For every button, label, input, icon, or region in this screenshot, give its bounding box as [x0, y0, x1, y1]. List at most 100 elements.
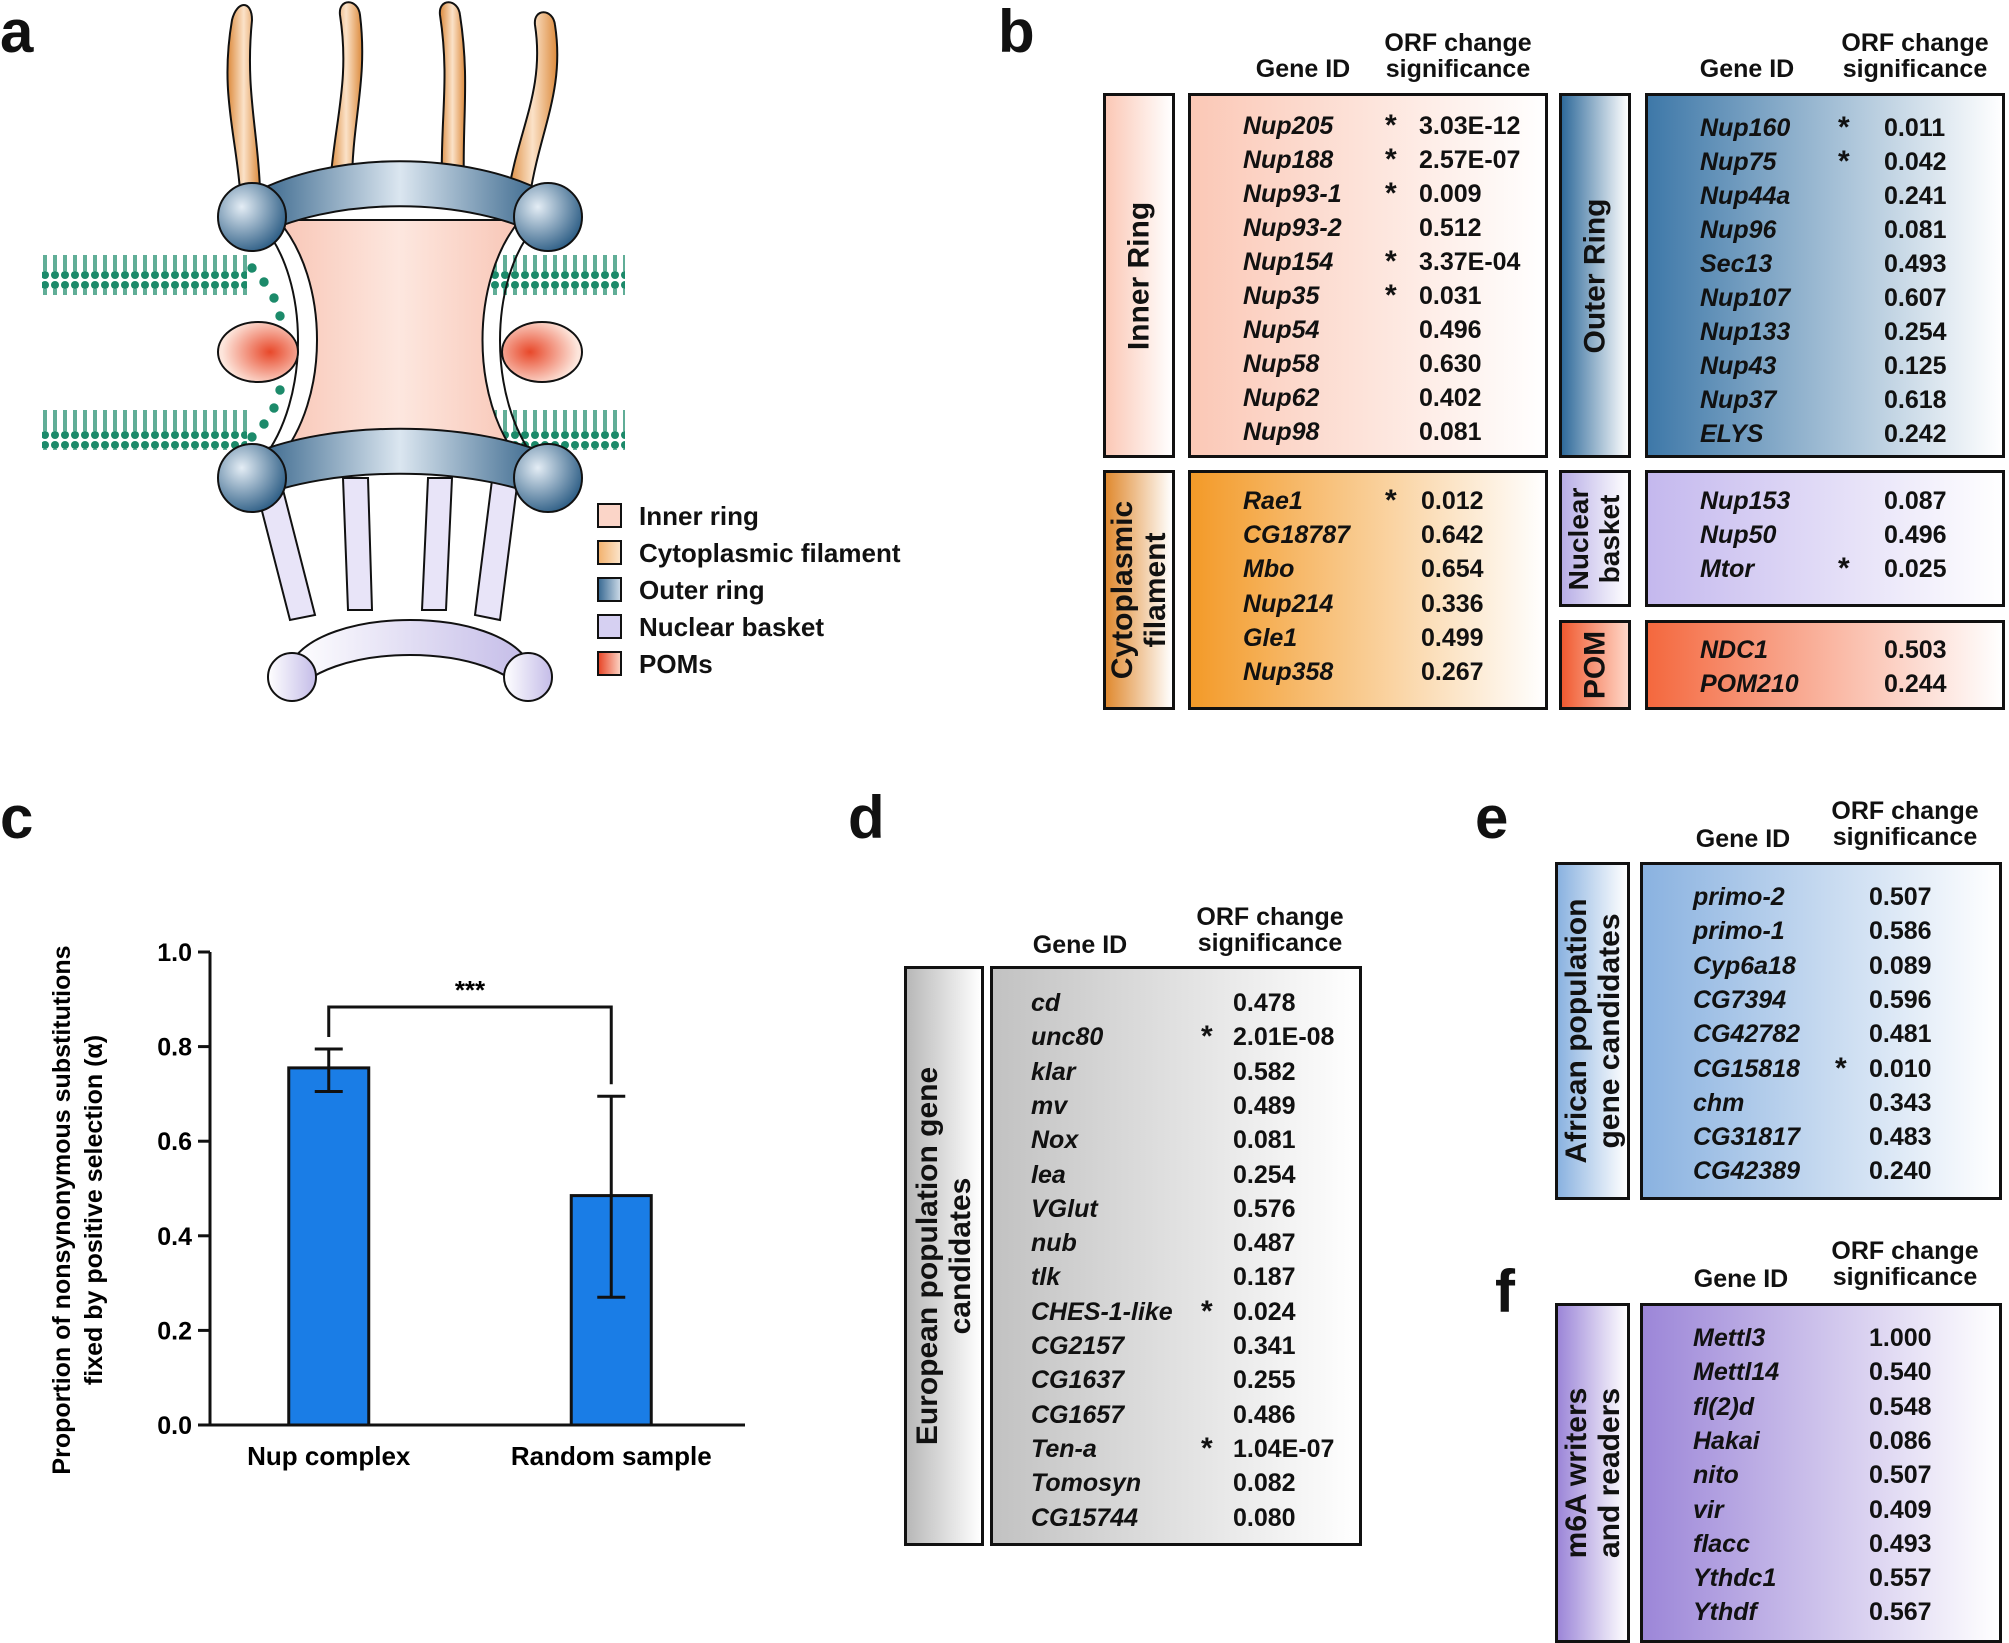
- orf-significance-value: 0.576: [1233, 1194, 1296, 1223]
- orf-header-line2: significance: [1832, 823, 1978, 852]
- orf-significance-value: 0.489: [1233, 1091, 1296, 1120]
- orf-significance-value: 0.486: [1233, 1400, 1296, 1429]
- orf-significance-value: 0.089: [1869, 951, 1932, 980]
- y-tick-label: 0.4: [157, 1223, 192, 1251]
- orf-significance-value: 1.04E-07: [1233, 1434, 1335, 1463]
- legend-swatch: [597, 614, 622, 639]
- gene-row: Ten-a*1.04E-07: [993, 1432, 1359, 1465]
- orf-significance-value: 0.087: [1884, 487, 1947, 515]
- gene-id: chm: [1693, 1088, 1745, 1117]
- gene-id: Nup153: [1700, 487, 1791, 515]
- significance-star: *: [1838, 552, 1850, 585]
- gene-id: Nup160: [1700, 114, 1791, 142]
- orf-significance-value: 0.512: [1419, 214, 1482, 242]
- orf-header-line2: significance: [1385, 55, 1531, 84]
- orf-significance-value: 0.487: [1233, 1229, 1296, 1258]
- gene-id: Tomosyn: [1031, 1469, 1142, 1498]
- gene-id: Nup35: [1243, 282, 1320, 310]
- orf-significance-value: 0.086: [1869, 1426, 1932, 1455]
- gene-id: CG15818: [1693, 1054, 1801, 1083]
- gene-row: CHES-1-like*0.024: [993, 1294, 1359, 1328]
- gene-id: Ythdf: [1693, 1598, 1757, 1627]
- orf-significance-value: 0.343: [1869, 1088, 1932, 1117]
- gene-id: Nup98: [1243, 418, 1320, 446]
- orf-significance-value: 0.402: [1419, 384, 1482, 412]
- pore-legend: Inner ring Cytoplasmic filament Outer ri…: [597, 500, 917, 685]
- gene-id: CG1657: [1031, 1400, 1125, 1429]
- gene-id: Nup205: [1243, 112, 1334, 140]
- gene-id: Nup54: [1243, 316, 1320, 344]
- y-axis-label-line2: fixed by positive selection (α): [80, 1035, 108, 1385]
- gene-id: Mbo: [1243, 555, 1295, 584]
- orf-header-line1: ORF change: [1196, 903, 1344, 931]
- significance-star: *: [1385, 177, 1397, 210]
- gene-id: Nup62: [1243, 384, 1320, 412]
- orf-significance-value: 0.481: [1869, 1020, 1932, 1049]
- y-axis-label-line1: Proportion of nonsynonymous substitution…: [48, 945, 76, 1474]
- orf-significance-value: 0.242: [1884, 420, 1947, 448]
- gene-id: Nup44a: [1700, 182, 1791, 210]
- orf-significance-value: 0.618: [1884, 386, 1947, 414]
- alpha-bar-chart: Proportion of nonsynonymous substitution…: [48, 939, 745, 1475]
- orf-significance-value: 0.499: [1421, 623, 1484, 652]
- significance-star: *: [1201, 1294, 1213, 1328]
- panel-label-c: c: [0, 784, 34, 851]
- gene-id: Mtor: [1700, 555, 1755, 583]
- gene-id: CG7394: [1693, 985, 1787, 1014]
- gene-row: chm 0.343: [1643, 1087, 1999, 1119]
- y-tick-label: 0.6: [157, 1128, 192, 1156]
- orf-significance-value: 0.081: [1884, 216, 1947, 244]
- gene-id: CG18787: [1243, 521, 1351, 550]
- y-tick-label: 0.0: [157, 1412, 192, 1440]
- orf-significance-value: 0.607: [1884, 284, 1947, 312]
- gene-id: Nup107: [1700, 284, 1791, 312]
- gene-id: Nup93-1: [1243, 180, 1342, 208]
- orf-significance-value: 0.024: [1233, 1297, 1296, 1326]
- orf-significance-value: 0.187: [1233, 1263, 1296, 1292]
- x-tick-label: Random sample: [511, 1441, 712, 1471]
- gene-row: Rae1*0.012: [1191, 485, 1545, 517]
- gene-id: Nup93-2: [1243, 214, 1342, 242]
- panel-label-b: b: [998, 0, 1035, 65]
- bar: [287, 1066, 371, 1427]
- legend-swatch: [597, 503, 622, 528]
- gene-id: Sec13: [1700, 250, 1773, 278]
- orf-significance-value: 0.011: [1884, 114, 1946, 142]
- gene-id: Nup154: [1243, 248, 1334, 276]
- gene-id-header: Gene ID: [1693, 1265, 1789, 1293]
- legend-label: Inner ring: [639, 501, 759, 531]
- gene-id: nito: [1693, 1461, 1739, 1490]
- orf-significance-value: 0.503: [1884, 636, 1947, 664]
- orf-significance-value: 0.548: [1869, 1392, 1932, 1421]
- gene-row: Nup75*0.042: [1648, 146, 2002, 178]
- gene-id: primo-2: [1693, 883, 1785, 911]
- orf-significance-value: 0.507: [1869, 1461, 1932, 1490]
- orf-significance-value: 1.000: [1869, 1324, 1932, 1352]
- significance-star: *: [1835, 1051, 1847, 1085]
- gene-id: Ythdc1: [1693, 1564, 1777, 1593]
- orf-significance-value: 0.244: [1884, 670, 1947, 698]
- gene-id: CG15744: [1031, 1503, 1139, 1532]
- category-label: POM: [1578, 630, 1612, 700]
